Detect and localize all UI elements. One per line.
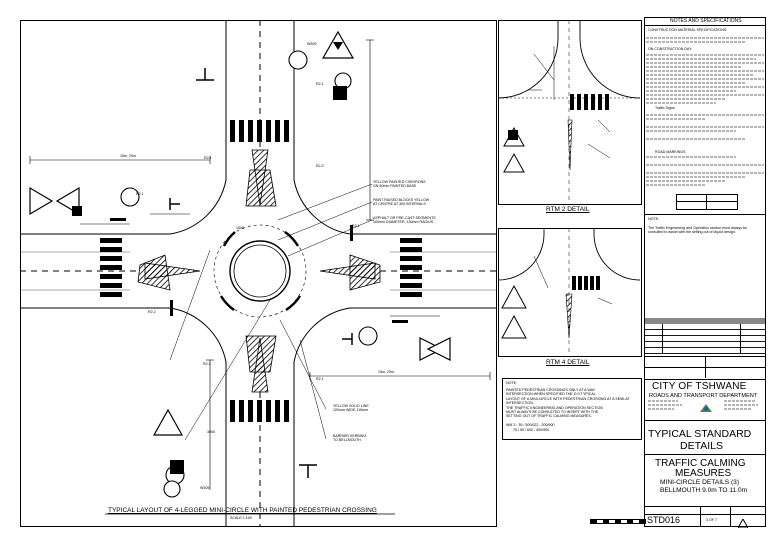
callout-yellow-line: YELLOW SOLID LINE 100mm WIDE 115mm [333, 404, 369, 413]
notes-traffic-signs: Traffic Signs [655, 106, 675, 110]
notes-table-row [676, 201, 737, 202]
subject-2: MEASURES [675, 468, 732, 479]
sign-label: R2.2 [148, 310, 156, 314]
notes-heading: NOTES AND SPECIFICATIONS [670, 18, 742, 24]
city-logo [699, 401, 713, 413]
sign-label: R2.1 [316, 82, 324, 86]
notes-note-text: The Traffic Engineering and Operation se… [648, 226, 748, 235]
note-line: WM 3 : 35 / 500/022 - 200/900 [506, 423, 555, 428]
revision-table-col [662, 318, 663, 354]
sign-label: R2.1 [204, 156, 212, 160]
city-name: CITY OF TSHWANE [652, 381, 747, 392]
subject-3: MINI-CIRCLE DETAILS (3) [660, 479, 740, 486]
notes-note-label: NOTE: [648, 217, 659, 221]
notes-body-4 [646, 156, 764, 196]
note-line: SETTING OUT OF TRAFFIC CALMING MEASURES. [506, 414, 592, 419]
note-line: MUST ALWAYS BE CONSULTED TO INSERT WITH … [506, 410, 599, 414]
notes-rule [645, 25, 765, 26]
notes-section: ON CONSTRUCTION DAY: [648, 47, 693, 51]
city-contact-right [724, 400, 762, 414]
title-rule [645, 454, 765, 455]
callout-raised-blocks: PAINT RAISED BLOCKS YELLOW AT CENTRE AT … [373, 198, 430, 207]
note-line: THE TRAFFIC ENGINEERING AND OPERATION SE… [506, 405, 603, 410]
revision-table-header [645, 318, 765, 324]
approval-mid [645, 367, 765, 368]
dimension-label: 15m, 20m [378, 370, 394, 374]
notes-body-2 [646, 54, 764, 134]
dimension-label: 3000 [207, 430, 215, 434]
notes-body-1 [646, 36, 764, 46]
note-line: PAINTED PEDESTRIAN CROSSINGS ONLY AT A W… [506, 388, 596, 392]
sign-label: R2.1 [316, 377, 324, 381]
callout-chevrons: YELLOW PAINTED CHEVRONS ON 50mm PAINTED … [373, 180, 426, 189]
note-line: LAYOUT OF A MINI-CIRCLE WITH PEDESTRIAN … [506, 396, 630, 401]
title-rule [645, 506, 765, 507]
sign-label: R2.1 [136, 192, 144, 196]
title-column [644, 17, 766, 527]
notes-road-markings: ROAD MARKINGS [655, 150, 686, 154]
notes-body-3 [646, 114, 764, 150]
main-plan-title: TYPICAL LAYOUT OF 4-LEGGED MINI-CIRCLE W… [108, 507, 377, 514]
subject-4: BELLMOUTH 9.0m TO 11.0m [660, 487, 748, 494]
sign-label: W309 [307, 42, 317, 46]
note-line: INTERSECTION. [506, 401, 534, 406]
rtm2-frame [498, 20, 642, 205]
scale-bar [590, 519, 646, 524]
main-plan-drawing [20, 20, 496, 526]
standard-title-1: TYPICAL STANDARD [648, 428, 752, 440]
subject-1: TRAFFIC CALMING [655, 458, 746, 469]
rtm2-drawing [498, 20, 641, 204]
title-rule [645, 514, 765, 515]
sign-label: W309 [200, 486, 210, 490]
title-col [700, 506, 701, 526]
main-plan-frame [20, 20, 497, 527]
sign-label: R2.1 [352, 224, 360, 228]
city-department: ROADS AND TRANSPORT DEPARTMENT [649, 393, 758, 399]
sign-label: R2.2 [203, 362, 211, 366]
callout-asphalt: ASPHALT OR PRE-CAST SEGMENTS 100mm DIAME… [373, 216, 436, 225]
rtm4-drawing [498, 228, 641, 356]
title-col [730, 506, 731, 526]
callout-kerb: BARRIER KERBING TO BELLMOUTH [333, 434, 367, 443]
dimension-label: 1500 [236, 226, 244, 230]
main-plan-scale: SCALE 1:100 [230, 516, 252, 520]
title-rule [645, 420, 765, 421]
note-line: INTERSECTION WHEN SPECIFIED THE D.S TYPI… [506, 392, 596, 397]
dimension-label: 15m, 20m [120, 154, 136, 158]
sheet-number: 3 OF 7 [706, 518, 717, 522]
notes-table [676, 194, 738, 210]
city-contact-left [648, 400, 688, 414]
warning-icon [737, 515, 749, 533]
sign-label: R2.2 [316, 164, 324, 168]
rtm4-label: RTM 4 DETAIL [546, 359, 590, 366]
drawing-number: STD016 [647, 515, 681, 525]
notes-sub: CONSTRUCTION MATERIAL SPECIFICATIONS: [648, 28, 728, 32]
rtm2-label: RTM 2 DETAIL [546, 206, 590, 213]
revision-table-col [740, 318, 741, 354]
note-box: NOTE: PAINTED PEDESTRIAN CROSSINGS ONLY … [502, 378, 642, 440]
revision-table [645, 318, 765, 354]
notes-rule [645, 214, 765, 215]
note-line: 75 / 50 / 600 - 400/900 [506, 427, 550, 432]
rtm4-frame [498, 228, 642, 357]
note-heading: NOTE: [506, 381, 517, 385]
standard-title-2: DETAILS [680, 440, 723, 452]
